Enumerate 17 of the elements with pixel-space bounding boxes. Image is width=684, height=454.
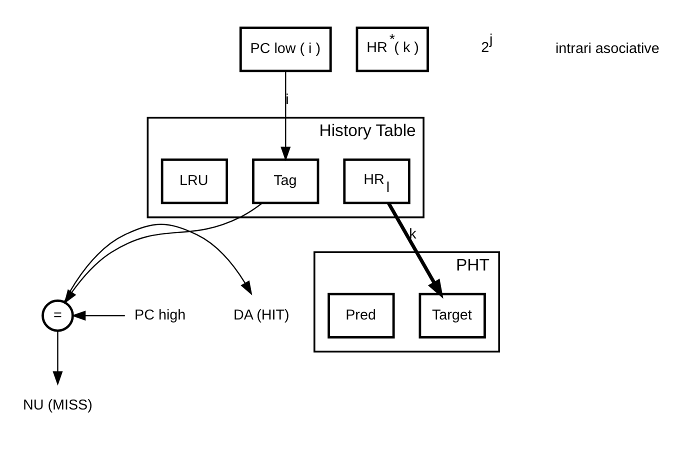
node-circle: = — [42, 298, 74, 332]
node-box: PC low ( i ) — [239, 26, 332, 72]
node-text: PC high — [134, 306, 186, 323]
node-box: Tag — [252, 158, 320, 204]
edge-label: i — [286, 92, 289, 108]
node-text: NU (MISS) — [22, 396, 92, 413]
arrow — [280, 70, 291, 161]
arrow — [71, 310, 125, 320]
arrow — [64, 223, 252, 302]
arrow — [387, 202, 444, 298]
edge-label: k — [409, 226, 416, 242]
label: intrari asociative — [555, 40, 660, 57]
arrow — [52, 330, 63, 386]
node-box: Pred — [328, 292, 395, 338]
node-text: DA (HIT) — [233, 306, 290, 323]
node-box: Target — [418, 292, 486, 338]
node-box: LRU — [160, 158, 228, 204]
